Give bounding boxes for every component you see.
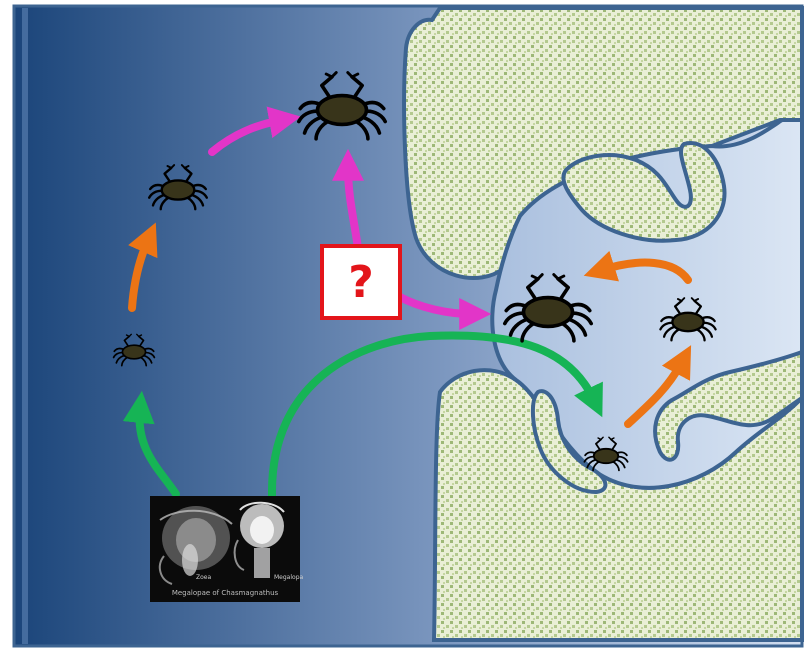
megalopa-photo <box>150 496 300 602</box>
left-border-stripe <box>22 8 28 644</box>
question-box <box>322 246 400 318</box>
